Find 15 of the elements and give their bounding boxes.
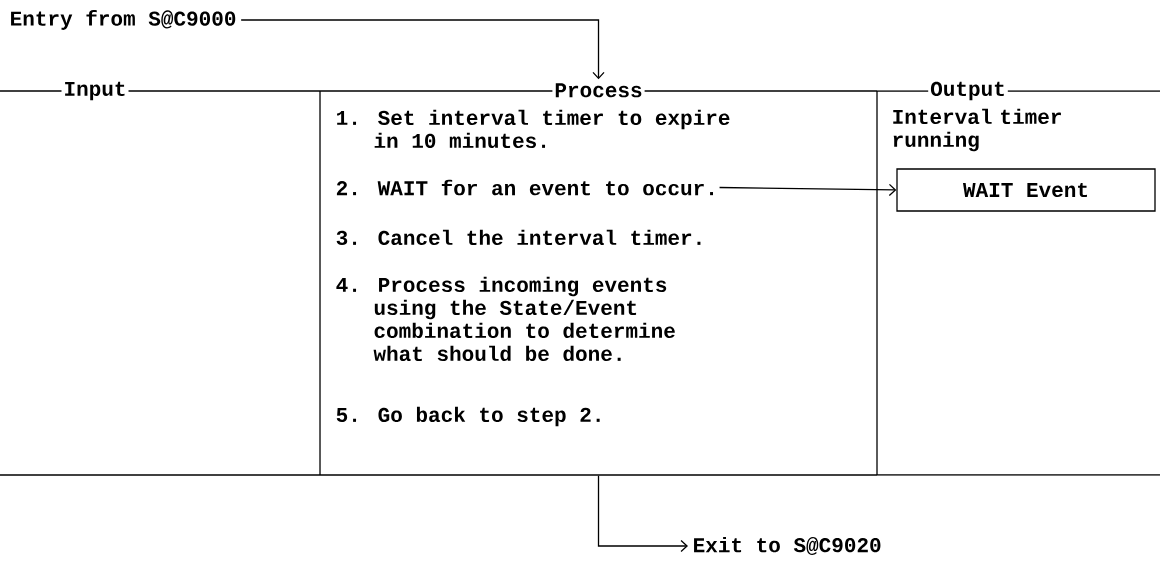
step-text: 5. Go back to step 2. <box>336 406 600 427</box>
arrow <box>240 19 605 80</box>
step-text: 4. Process incoming events using the State/Event combination to determine what should be done. <box>336 276 675 362</box>
output-text: Interval timer running <box>893 108 1061 152</box>
arrow <box>597 475 688 553</box>
column-heading: Input <box>61 79 129 103</box>
flow-label: Exit to S@C9020 <box>694 536 881 556</box>
step-text: 3. Cancel the interval timer. <box>336 229 701 246</box>
column-heading: Process <box>552 81 645 100</box>
step-text: 2. WAIT for an event to occur. <box>336 179 714 196</box>
column-heading: Output <box>928 79 1008 103</box>
flow-label: Entry from S@C9000 <box>11 10 236 30</box>
step-text: 1. Set interval timer to expire in 10 minutes. <box>337 109 730 149</box>
arrow <box>718 183 897 197</box>
process-box: WAIT Event <box>896 168 1156 212</box>
